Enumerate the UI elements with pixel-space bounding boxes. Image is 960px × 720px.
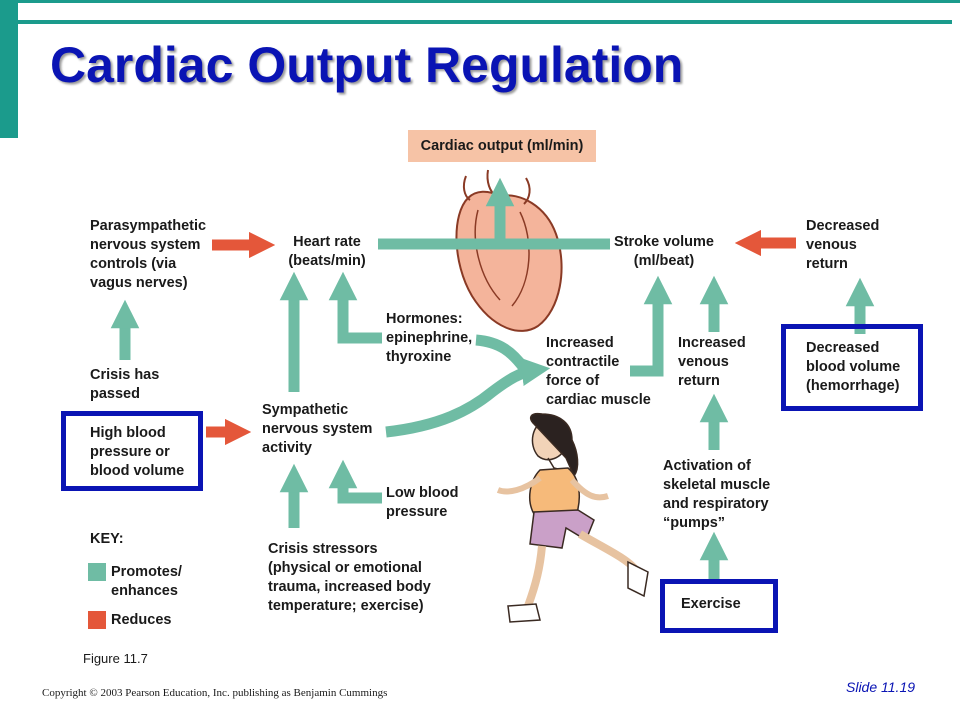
decreased-blood-volume-label: Decreased blood volume (hemorrhage) (806, 340, 901, 394)
key-reduces-label: Reduces (111, 612, 172, 628)
page-title: Cardiac Output Regulation (50, 37, 684, 93)
arrow-sympathetic-to-contractile (385, 357, 551, 438)
reduce-arrows (206, 229, 796, 446)
arrow-hormones-to-heart-rate (328, 271, 382, 344)
low-blood-pressure-label: Low blood pressure (386, 485, 459, 520)
activation-skeletal-label: Activation of skeletal muscle and respir… (663, 458, 771, 531)
figure-caption: Figure 11.7 (83, 651, 148, 666)
increased-venous-return-label: Increased venous return (678, 335, 746, 389)
copyright-text: Copyright © 2003 Pearson Education, Inc.… (42, 687, 388, 699)
cardiac-output-box: Cardiac output (ml/min) (408, 130, 596, 162)
crisis-stressors-label: Crisis stressors (physical or emotional … (268, 541, 431, 614)
heart-illustration (455, 169, 563, 332)
stroke-volume-label: Stroke volume (ml/beat) (614, 234, 714, 269)
key-promotes-swatch (88, 563, 106, 581)
arrow-hormones-to-contractile (475, 334, 529, 372)
heart-rate-label: Heart rate (beats/min) (288, 234, 366, 269)
runner-illustration (496, 412, 649, 623)
left-accent-bar (0, 0, 18, 138)
promote-arrows (110, 177, 875, 582)
key-promotes-label: Promotes/ enhances (111, 564, 182, 599)
highlight-box-high-blood-pressure (61, 411, 203, 491)
highlight-box-decreased-blood-volume (781, 324, 923, 411)
highlight-box-exercise (660, 579, 778, 633)
sympathetic-label: Sympathetic nervous system activity (262, 402, 373, 456)
parasympathetic-label: Parasympathetic nervous system controls … (90, 218, 207, 291)
slide-number: Slide 11.19 (846, 679, 916, 695)
cardiac-output-label: Cardiac output (ml/min) (420, 138, 584, 154)
exercise-label: Exercise (681, 596, 741, 612)
arrow-contractile-to-stroke-volume (630, 275, 673, 377)
hormones-label: Hormones: epinephrine, thyroxine (386, 311, 473, 365)
key-title: KEY: (90, 531, 124, 547)
arrow-low-bp-to-sympathetic (328, 459, 382, 504)
decreased-venous-return-label: Decreased venous return (806, 218, 880, 272)
increased-contractile-label: Increased contractile force of cardiac m… (546, 335, 651, 408)
top-accent-bar (0, 0, 960, 3)
crisis-passed-label: Crisis has passed (90, 367, 160, 402)
high-blood-pressure-label: High blood pressure or blood volume (90, 425, 185, 479)
key-reduces-swatch (88, 611, 106, 629)
title-rule (18, 20, 952, 24)
